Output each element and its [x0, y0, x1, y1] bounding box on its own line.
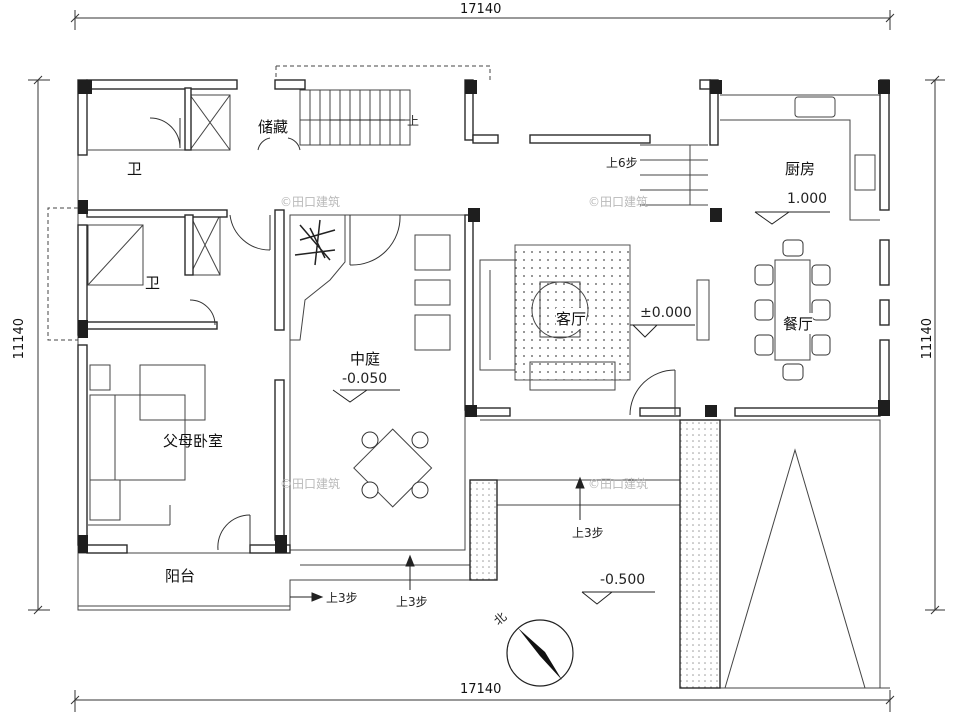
step-stair-up: 上 [407, 114, 420, 128]
watermark-4: ©田口建筑 [588, 477, 649, 491]
compass-icon [506, 619, 574, 687]
room-label-balcony: 阳台 [165, 567, 196, 585]
room-label-parents-bedroom: 父母卧室 [163, 432, 224, 450]
level-markers [332, 211, 830, 605]
dining-chairs [361, 239, 831, 499]
room-label-dining: 餐厅 [783, 313, 814, 334]
level-kitchen: 1.000 [787, 191, 828, 207]
room-label-courtyard: 中庭 [350, 350, 381, 368]
step-terrace: 上3步 [572, 526, 604, 540]
room-label-storage: 储藏 [258, 118, 289, 136]
step-arrows [290, 119, 585, 602]
step-kitchen: 上6步 [606, 156, 638, 170]
step-balcony: 上3步 [326, 591, 358, 605]
dimension-lines [28, 10, 945, 712]
room-label-bath-lower: 卫 [145, 274, 161, 292]
dimension-bottom: 17140 [460, 682, 502, 697]
room-label-living: 客厅 [556, 308, 587, 329]
dimension-right: 11140 [920, 318, 935, 360]
tree-icon [294, 219, 336, 266]
watermark-2: ©田口建筑 [588, 195, 649, 209]
level-terrace: -0.500 [600, 572, 646, 588]
wall-columns [78, 80, 890, 553]
watermark-1: ©田口建筑 [280, 195, 341, 209]
watermark-3: ©田口建筑 [280, 477, 341, 491]
level-living: ±0.000 [640, 305, 692, 321]
dimension-left: 11140 [12, 318, 27, 360]
level-courtyard: -0.050 [342, 371, 388, 387]
room-label-bath-upper: 卫 [127, 160, 143, 178]
door-swings [149, 117, 676, 551]
room-label-kitchen: 厨房 [785, 160, 816, 178]
step-courtyard: 上3步 [396, 595, 428, 609]
walls [77, 79, 890, 689]
dimension-top: 17140 [460, 2, 502, 17]
